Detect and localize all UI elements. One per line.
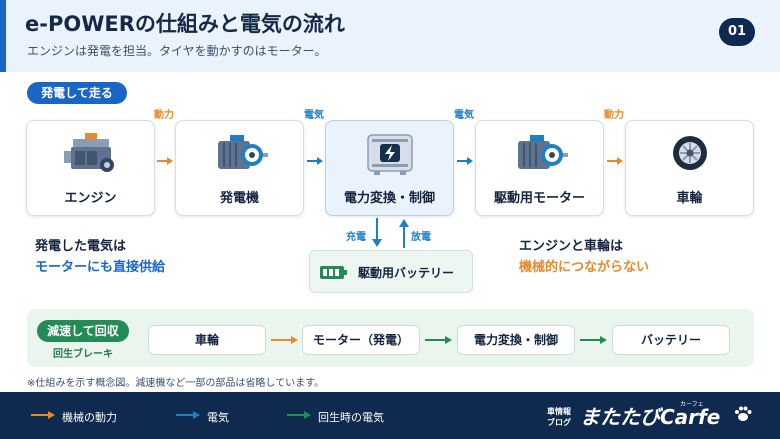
paw-icon	[735, 406, 752, 421]
brand-tagline-line2: ブログ	[547, 418, 571, 427]
header-accent	[0, 0, 6, 72]
brand-tagline: 車情報 ブログ	[547, 406, 571, 428]
regen-section-label: 減速して回収	[37, 320, 129, 342]
note-left-line1: 発電した電気は	[35, 239, 127, 254]
legend-bar	[0, 392, 780, 439]
generator-card: 発電機	[175, 120, 304, 216]
regen-step-battery: バッテリー	[612, 325, 730, 355]
drive-section-label: 発電して走る	[27, 82, 127, 104]
discharge-label: 放電	[411, 232, 431, 243]
arrow-inverter-to-motor	[457, 157, 473, 165]
regen-step-wheel: 車輪	[148, 325, 266, 355]
wheel-icon	[626, 131, 753, 181]
legend-label-power: 機械の動力	[62, 411, 117, 424]
inverter-icon	[326, 131, 453, 181]
page-subtitle: エンジンは発電を担当。タイヤを動かすのはモーター。	[27, 44, 327, 58]
battery-icon	[320, 266, 347, 279]
footnote: ※仕組みを示す概念図。減速機など一部の部品は省略しています。	[27, 378, 325, 389]
brand-logo-text: またたびCarfe	[580, 405, 721, 429]
inverter-label: 電力変換・制御	[343, 191, 435, 206]
battery-label: 駆動用バッテリー	[358, 266, 455, 280]
note-right-line2: 機械的につながらない	[519, 260, 650, 275]
regen-arrow-1	[271, 336, 298, 344]
inverter-card: 電力変換・制御	[325, 120, 454, 216]
wheel-card: 車輪	[625, 120, 754, 216]
page-number-badge: 01	[719, 18, 755, 46]
legend-label-electric: 電気	[207, 411, 229, 424]
brand-ruby: カーフェ	[680, 401, 704, 408]
regen-sublabel: 回生ブレーキ	[53, 349, 113, 360]
generator-icon	[176, 131, 303, 181]
regen-step-motor: モーター（発電）	[302, 325, 420, 355]
engine-label: エンジン	[64, 191, 117, 206]
regen-step-inverter: 電力変換・制御	[457, 325, 575, 355]
note-left-line2: モーターにも直接供給	[35, 260, 166, 275]
flow-label-electric-2: 電気	[454, 110, 474, 121]
battery-box: 駆動用バッテリー	[309, 250, 473, 293]
motor-label: 駆動用モーター	[493, 191, 585, 206]
legend-label-regen: 回生時の電気	[318, 411, 384, 424]
arrow-generator-to-inverter	[307, 157, 323, 165]
flow-label-electric-1: 電気	[304, 110, 324, 121]
engine-card: エンジン	[26, 120, 155, 216]
regen-arrow-3	[580, 336, 607, 344]
generator-label: 発電機	[219, 191, 259, 206]
arrow-engine-to-generator	[157, 157, 173, 165]
page-title: e-POWERの仕組みと電気の流れ	[25, 12, 345, 36]
arrow-charge	[372, 218, 382, 247]
engine-icon	[27, 131, 154, 181]
flow-label-power-1: 動力	[154, 110, 174, 121]
motor-card: 駆動用モーター	[475, 120, 604, 216]
wheel-label: 車輪	[676, 191, 703, 206]
legend-swatch-power	[31, 411, 55, 419]
legend-swatch-electric	[176, 411, 200, 419]
note-right-line1: エンジンと車輪は	[519, 239, 624, 254]
charge-label: 充電	[346, 232, 366, 243]
arrow-discharge	[399, 219, 409, 248]
brand-tagline-line1: 車情報	[547, 407, 571, 416]
header-bar	[0, 0, 780, 72]
regen-arrow-2	[425, 336, 452, 344]
legend-swatch-regen	[287, 411, 311, 419]
motor-icon	[476, 131, 603, 181]
arrow-motor-to-wheel	[607, 157, 623, 165]
flow-label-power-2: 動力	[604, 110, 624, 121]
